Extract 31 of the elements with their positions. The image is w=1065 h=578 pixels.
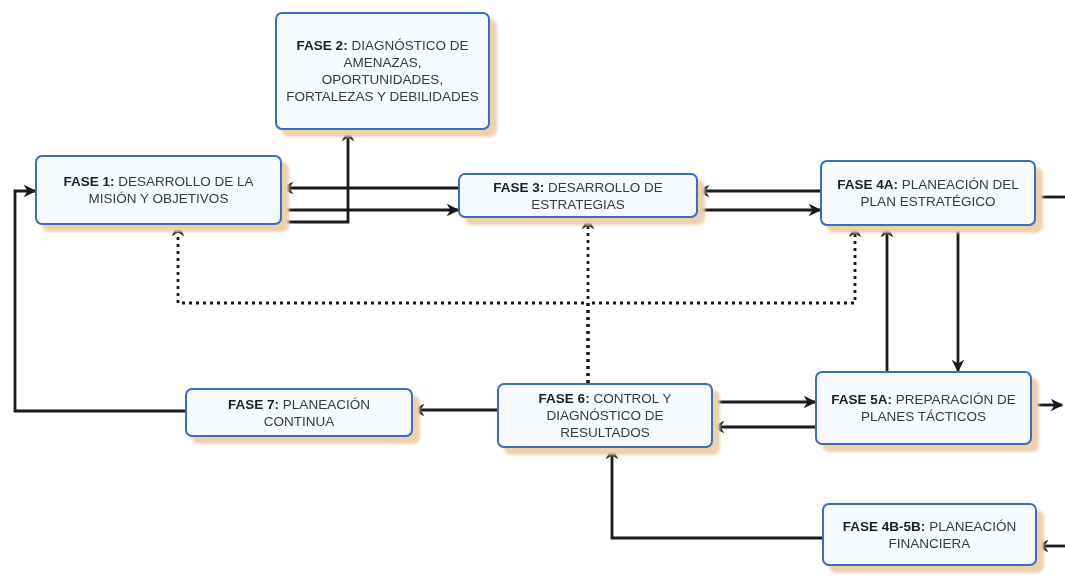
arrow (880, 224, 894, 371)
phase-text: FASE 1: DESARROLLO DE LA MISIÓN Y OBJETIVOS (62, 173, 255, 207)
process-box (815, 371, 1032, 445)
phase-text: FASE 4B-5B: PLANEACIÓN FINANCIERA (841, 517, 1018, 552)
arrow (696, 184, 820, 198)
process-box (497, 383, 713, 448)
phase-text: FASE 4A: PLANEACIÓN DEL PLAN ESTRATÉGICO (836, 176, 1020, 210)
process-box (35, 155, 282, 225)
arrow (711, 420, 815, 434)
arrow (605, 446, 822, 540)
arrow (280, 181, 458, 195)
arrow (1035, 539, 1065, 553)
process-box (458, 173, 698, 218)
dotted-arrow (586, 224, 862, 383)
arrow (1032, 398, 1064, 412)
process-box (275, 12, 490, 130)
phase-text: FASE 3: DESARROLLO DE ESTRATEGIAS (492, 178, 664, 213)
process-box (820, 160, 1036, 226)
arrow (282, 128, 355, 224)
arrow (951, 226, 965, 373)
phase-text: FASE 2: DIAGNÓSTICO DE AMENAZAS, OPORTUNIDADES, FORTALEZAS Y DEBILIDADES (285, 37, 480, 105)
arrow (282, 203, 460, 217)
process-box (822, 503, 1037, 566)
phase-text: FASE 7: PLANEACIÓN CONTINUA (227, 395, 371, 430)
process-box (185, 388, 413, 437)
phase-text: FASE 6: CONTROL Y DIAGNÓSTICO DE RESULTADOS (537, 390, 673, 441)
arrow (13, 184, 185, 413)
arrow (411, 403, 497, 417)
arrow (713, 395, 817, 409)
phase-text: FASE 5A: PREPARACIÓN DE PLANES TÁCTICOS (830, 391, 1017, 425)
arrow (698, 203, 822, 217)
